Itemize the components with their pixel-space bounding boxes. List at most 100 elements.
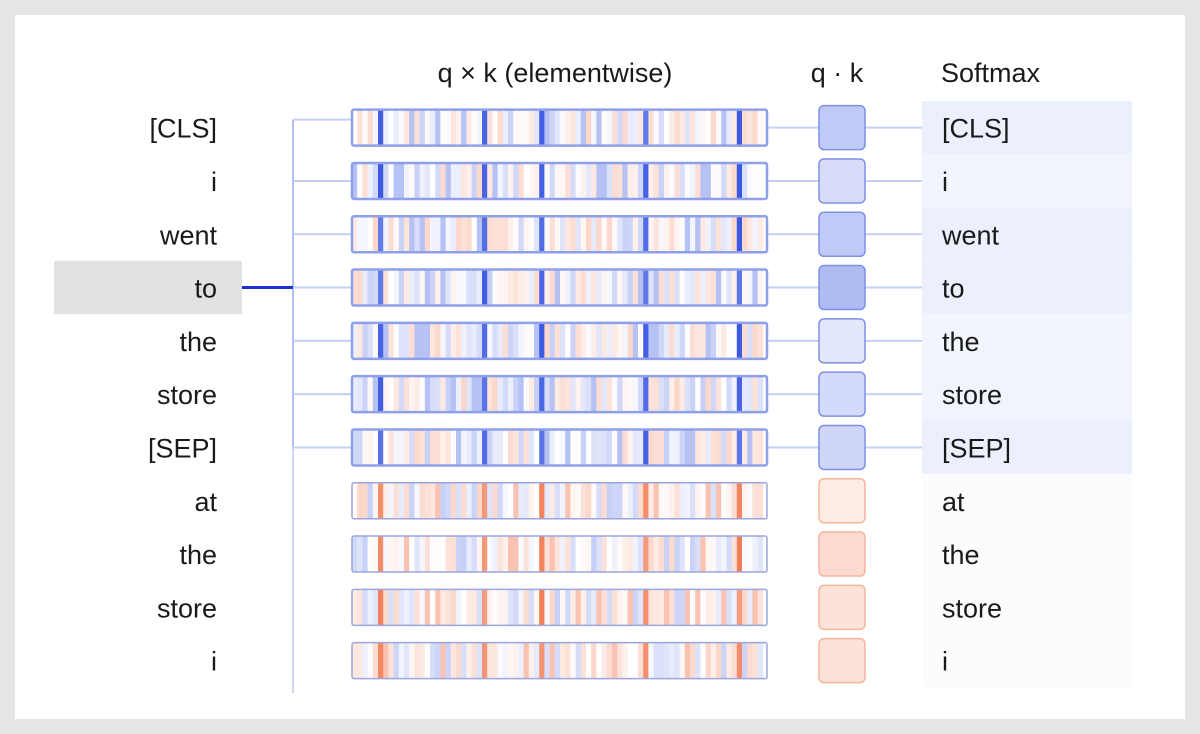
- bar-stripe: [471, 216, 478, 253]
- bar-stripe: [362, 269, 368, 306]
- bar-stripe: [570, 269, 576, 306]
- bar-stripe: [528, 589, 535, 626]
- bar-stripe: [601, 589, 608, 626]
- bar-stripe: [695, 322, 701, 359]
- bar-stripe: [383, 216, 389, 253]
- bar-stripe: [679, 482, 686, 519]
- bar-stripe: [497, 109, 504, 146]
- bar-stripe: [508, 589, 514, 626]
- bar-stripe: [508, 376, 514, 413]
- bar-stripe: [544, 589, 550, 626]
- bar-stripe: [508, 162, 514, 199]
- dot-product-square-9: [818, 584, 866, 631]
- dot-product-square-2: [818, 211, 866, 257]
- bar-stripe: [461, 109, 467, 146]
- bar-stripe: [726, 109, 732, 146]
- bar-stripe: [648, 589, 654, 626]
- bar-stripe: [554, 269, 561, 306]
- bar-stripe: [695, 589, 701, 626]
- bar-stripe: [445, 376, 452, 413]
- bar-stripe: [601, 536, 608, 573]
- bar-stripe: [544, 109, 550, 146]
- bar-stripe: [534, 322, 540, 359]
- bar-stripe: [726, 429, 732, 466]
- bar-stripe: [445, 109, 452, 146]
- bar-stripe: [580, 109, 587, 146]
- bar-stripe: [617, 322, 623, 359]
- bar-stripe: [508, 269, 514, 306]
- bar-stripe: [513, 482, 519, 519]
- bar-stripe: [612, 536, 618, 573]
- bar-stripe: [596, 429, 602, 466]
- token-label: went: [159, 220, 218, 250]
- bar-stripe: [528, 376, 535, 413]
- bar-stripe: [518, 216, 524, 253]
- bar-stripe: [352, 482, 358, 519]
- bar-stripe: [393, 216, 400, 253]
- bar-stripe: [414, 642, 420, 679]
- bar-stripe: [742, 322, 748, 359]
- bar-stripe: [419, 536, 426, 573]
- bar-stripe: [466, 216, 472, 253]
- bar-stripe: [476, 642, 483, 679]
- bar-stripe: [757, 376, 764, 413]
- bar-stripe: [612, 589, 618, 626]
- bar-stripe: [539, 642, 545, 679]
- dot-product-square-10: [818, 637, 866, 684]
- bar-stripe: [372, 429, 379, 466]
- bar-stripe: [450, 269, 457, 306]
- bar-stripe: [388, 642, 394, 679]
- bar-stripe: [445, 536, 452, 573]
- bar-stripe: [742, 589, 748, 626]
- bar-stripe: [664, 482, 670, 519]
- bar-stripe: [695, 482, 701, 519]
- bar-stripe: [643, 429, 649, 466]
- bar-stripe: [466, 536, 472, 573]
- bar-stripe: [388, 269, 394, 306]
- bar-stripe: [612, 322, 618, 359]
- bar-stripe: [612, 162, 618, 199]
- bar-stripe: [528, 162, 535, 199]
- bar-stripe: [378, 162, 384, 199]
- bar-stripe: [476, 109, 483, 146]
- bar-stripe: [690, 642, 696, 679]
- bar-stripe: [684, 429, 691, 466]
- bar-stripe: [523, 642, 530, 679]
- softmax-bg-9: [922, 580, 1132, 634]
- bar-stripe: [466, 429, 472, 466]
- bar-stripe: [606, 482, 613, 519]
- bar-stripe: [591, 429, 597, 466]
- bar-stripe: [726, 162, 732, 199]
- bar-stripe: [471, 269, 478, 306]
- bar-stripe: [372, 322, 379, 359]
- bar-stripe: [721, 269, 727, 306]
- bar-stripe: [560, 429, 566, 466]
- bar-stripe: [523, 376, 530, 413]
- bar-stripe: [502, 269, 509, 306]
- bar-stripe: [508, 216, 514, 253]
- bar-stripe: [648, 269, 654, 306]
- bar-stripe: [664, 642, 670, 679]
- bar-stripe: [414, 376, 420, 413]
- bar-stripe: [690, 269, 696, 306]
- bar-stripe: [367, 322, 374, 359]
- bar-stripe: [471, 376, 478, 413]
- bar-stripe: [690, 589, 696, 626]
- bar-stripe: [565, 589, 571, 626]
- bar-stripe: [565, 642, 571, 679]
- bar-stripe: [684, 482, 691, 519]
- bar-stripe: [554, 109, 561, 146]
- token-label: the: [179, 327, 217, 357]
- bar-stripe: [560, 589, 566, 626]
- bar-stripe: [424, 269, 431, 306]
- bar-stripe: [612, 269, 618, 306]
- bar-stripe: [606, 376, 613, 413]
- bar-stripe: [669, 376, 675, 413]
- bar-outline: [351, 641, 768, 680]
- bar-stripe: [450, 322, 457, 359]
- dot-product-square-3: [818, 264, 866, 311]
- bar-stripe: [502, 376, 509, 413]
- bar-stripe: [362, 322, 368, 359]
- bar-stripe: [705, 162, 712, 199]
- bar-stripe: [690, 216, 696, 253]
